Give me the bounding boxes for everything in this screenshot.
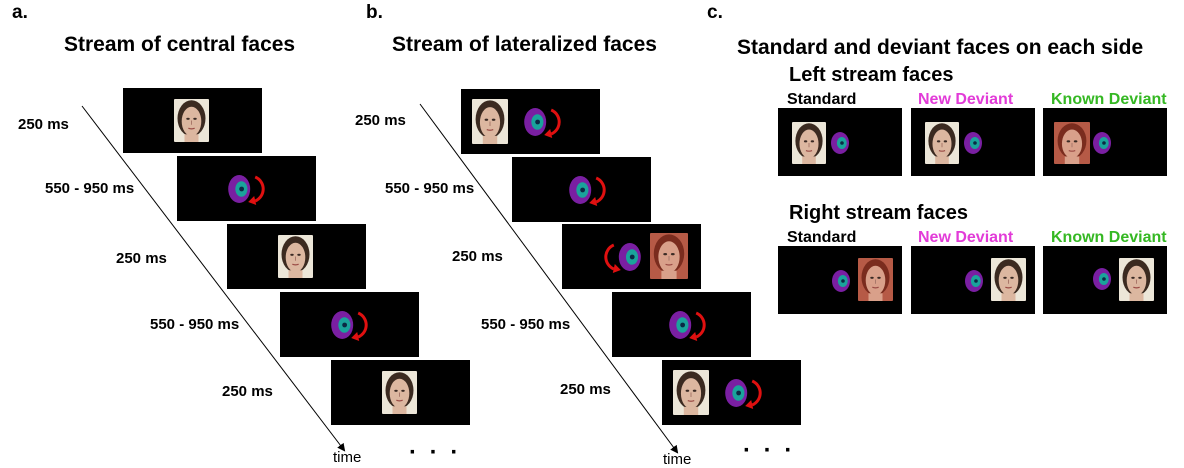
stimulus-screen [662, 360, 801, 425]
condition-known-deviant-label: Known Deviant [1051, 91, 1167, 108]
stimulus-screen [227, 224, 366, 289]
fixation-target-icon [831, 132, 849, 154]
timing-label: 550 - 950 ms [150, 316, 240, 333]
stimulus-screen [911, 246, 1035, 314]
face-photo-icon [1119, 258, 1154, 301]
face-photo-icon [858, 258, 893, 301]
fixation-target-icon [964, 132, 982, 154]
stimulus-screen [562, 224, 701, 289]
stimulus-screen [123, 88, 262, 153]
face-photo-icon [650, 233, 688, 279]
cue-arrow-icon [589, 176, 606, 206]
panel-c-label: c. [707, 2, 723, 23]
cue-arrow-icon [689, 311, 706, 341]
timing-label: 550 - 950 ms [385, 180, 475, 197]
condition-new-deviant-label: New Deviant [918, 229, 1014, 246]
fixation-target-icon [569, 176, 606, 206]
face-photo-icon [278, 235, 313, 278]
fixation-target-icon [669, 311, 706, 341]
time-axis-label: time [333, 449, 362, 466]
time-arrow [419, 103, 679, 454]
face-photo-icon [991, 258, 1026, 301]
face-photo-icon [1054, 122, 1090, 164]
left-stream-title: Left stream faces [789, 64, 954, 86]
panel-c-title: Standard and deviant faces on each side [737, 36, 1144, 59]
cue-arrow-icon [351, 311, 368, 341]
time-arrow [81, 105, 346, 452]
cue-arrow-icon [604, 243, 621, 273]
timing-label: 250 ms [452, 248, 503, 265]
stimulus-screen [612, 292, 751, 357]
condition-new-deviant-label: New Deviant [918, 91, 1014, 108]
condition-standard-label: Standard [787, 91, 857, 108]
fixation-target-icon [1093, 268, 1111, 290]
panel-a-title: Stream of central faces [64, 33, 296, 56]
stimulus-screen [1043, 246, 1167, 314]
timing-label: 250 ms [222, 383, 273, 400]
right-stream-title: Right stream faces [789, 202, 968, 224]
timing-label: 250 ms [18, 116, 69, 133]
fixation-target-icon [524, 108, 561, 138]
time-axis-label: time [663, 451, 692, 468]
fixation-target-icon [331, 311, 368, 341]
condition-standard-label: Standard [787, 229, 857, 246]
fixation-target-icon [965, 270, 983, 292]
fixation-target-icon [1093, 132, 1111, 154]
face-photo-icon [382, 371, 417, 414]
timing-label: 550 - 950 ms [45, 180, 135, 197]
face-photo-icon [925, 122, 959, 164]
face-photo-icon [673, 370, 709, 415]
panel-b-title: Stream of lateralized faces [392, 33, 657, 56]
stimulus-screen [778, 246, 902, 314]
timing-label: 550 - 950 ms [481, 316, 571, 333]
panel-a-label: a. [12, 2, 28, 23]
fixation-target-icon [228, 175, 265, 205]
cue-arrow-icon [745, 379, 762, 409]
stimulus-screen [177, 156, 316, 221]
stimulus-screen [1043, 108, 1167, 176]
fixation-target-icon [832, 270, 850, 292]
face-photo-icon [792, 122, 826, 164]
timing-label: 250 ms [355, 112, 406, 129]
stimulus-screen [280, 292, 419, 357]
condition-known-deviant-label: Known Deviant [1051, 229, 1167, 246]
stimulus-screen [778, 108, 902, 176]
cue-arrow-icon [544, 108, 561, 138]
face-photo-icon [472, 99, 508, 144]
stimulus-screen [911, 108, 1035, 176]
stimulus-screen [331, 360, 470, 425]
stimulus-screen [512, 157, 651, 222]
stimulus-screen [461, 89, 600, 154]
fixation-target-icon [725, 379, 762, 409]
timing-label: 250 ms [116, 250, 167, 267]
panel-b-label: b. [366, 2, 383, 23]
face-photo-icon [174, 99, 209, 142]
fixation-target-icon [604, 243, 641, 273]
timing-label: 250 ms [560, 381, 611, 398]
